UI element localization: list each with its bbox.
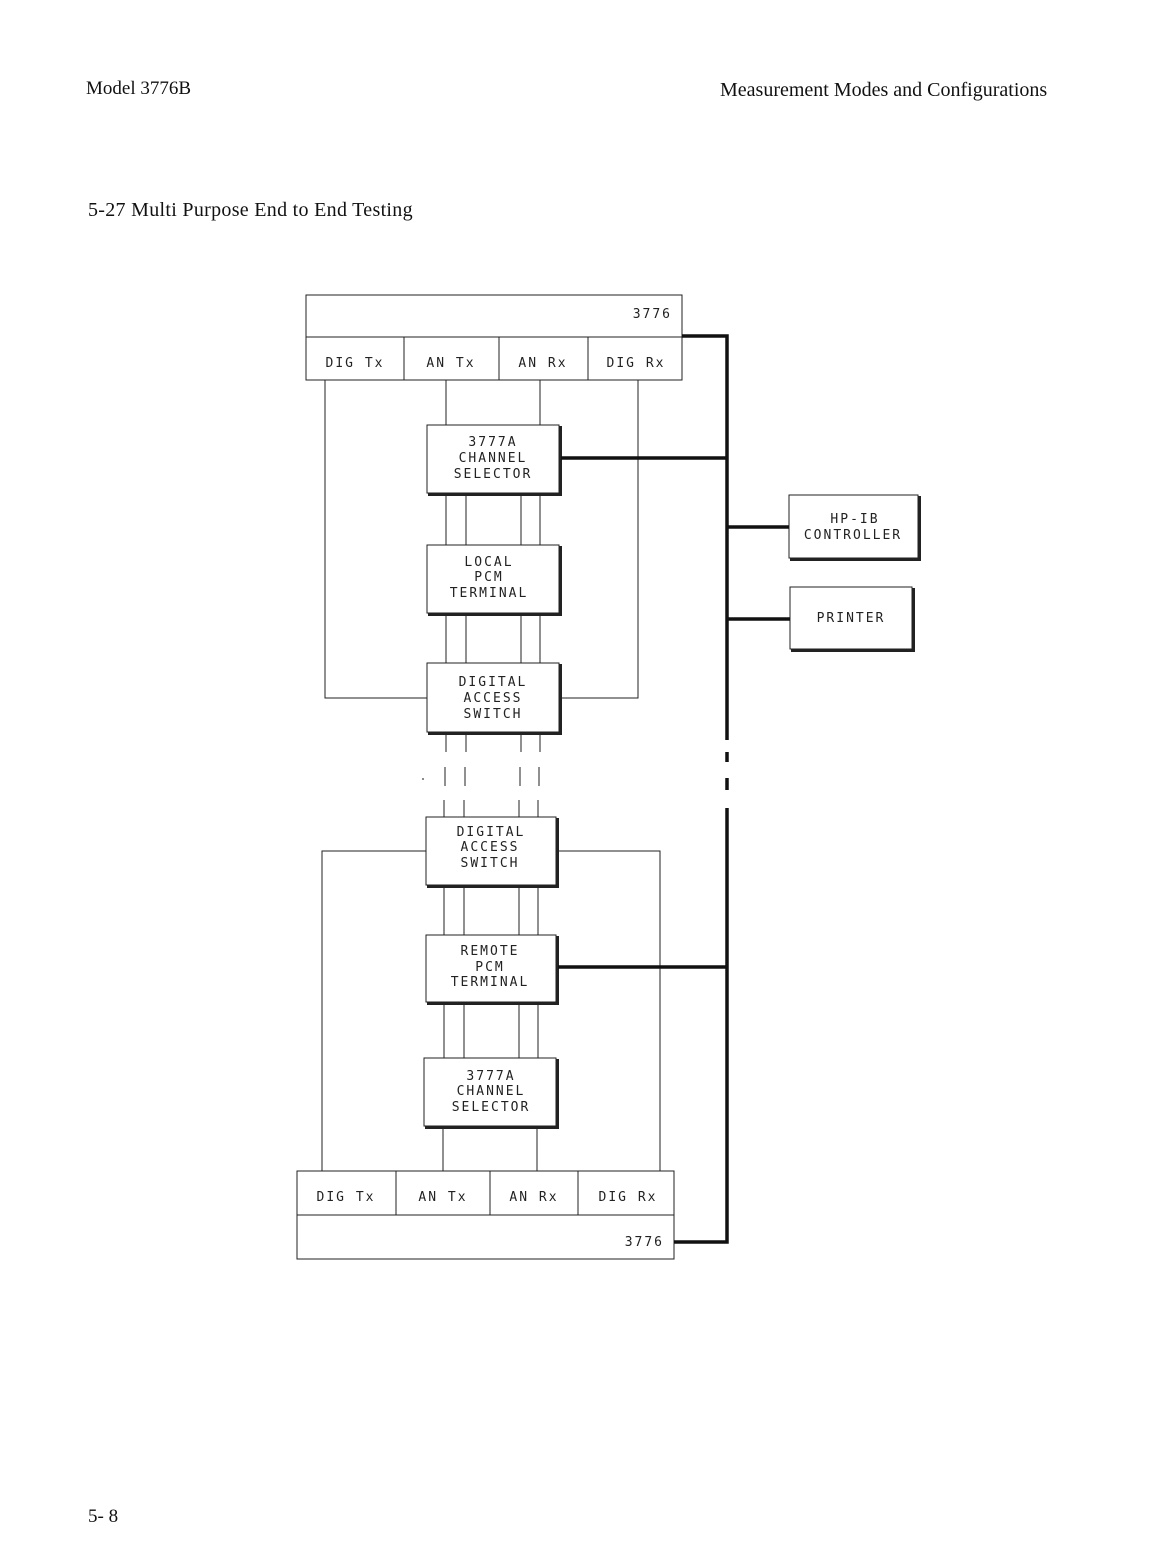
bottom-port-dig-rx: DIG Rx <box>599 1190 658 1205</box>
block-text: ACCESS <box>464 691 523 706</box>
header-section-name: Measurement Modes and Configurations <box>720 79 1048 101</box>
top-port-an-tx: AN Tx <box>426 356 475 371</box>
top-signal-lines <box>324 380 639 699</box>
top-port-an-rx: AN Rx <box>518 356 567 371</box>
remote-channel-selector-block <box>423 1057 559 1129</box>
top-port-dig-rx: DIG Rx <box>607 356 666 371</box>
block-text: PRINTER <box>817 611 886 626</box>
bottom-3776-label: 3776 <box>625 1235 664 1250</box>
block-text: REMOTE <box>461 944 520 959</box>
local-pcm-terminal-block <box>426 544 562 616</box>
printer-block <box>789 586 915 652</box>
bottom-signal-lines <box>321 850 661 1171</box>
block-text: SELECTOR <box>452 1100 531 1115</box>
block-text: DIGITAL <box>459 675 528 690</box>
block-text: CONTROLLER <box>804 528 902 543</box>
block-text: LOCAL <box>464 555 513 570</box>
network-gap-lines <box>443 733 541 817</box>
remote-pcm-terminal-block <box>425 934 559 1005</box>
scan-speck <box>422 778 424 780</box>
section-title: 5-27 Multi Purpose End to End Testing <box>88 199 413 221</box>
bottom-3776-instrument <box>296 1170 675 1260</box>
remote-digital-access-switch-block <box>425 816 559 888</box>
block-text: PCM <box>475 960 504 975</box>
local-digital-access-switch-block <box>426 662 562 735</box>
bottom-port-an-tx: AN Tx <box>418 1190 467 1205</box>
block-text: CHANNEL <box>457 1084 526 1099</box>
local-channel-selector-block <box>426 424 562 496</box>
block-text: 3777A <box>468 435 517 450</box>
bottom-port-dig-tx: DIG Tx <box>317 1190 376 1205</box>
block-text: ACCESS <box>461 840 520 855</box>
block-text: PCM <box>474 570 503 585</box>
block-text: 3777A <box>466 1069 515 1084</box>
top-port-dig-tx: DIG Tx <box>326 356 385 371</box>
bottom-port-an-rx: AN Rx <box>509 1190 558 1205</box>
page-number: 5- 8 <box>88 1506 119 1527</box>
block-text: CHANNEL <box>459 451 528 466</box>
block-text: SWITCH <box>461 856 520 871</box>
block-text: SWITCH <box>464 707 523 722</box>
hpib-controller-block <box>788 494 921 561</box>
top-3776-label: 3776 <box>633 307 672 322</box>
header-model: Model 3776B <box>86 78 192 99</box>
block-text: TERMINAL <box>451 975 530 990</box>
block-text: TERMINAL <box>450 586 529 601</box>
hpib-bus <box>558 334 790 1244</box>
block-text: DIGITAL <box>457 825 526 840</box>
block-text: SELECTOR <box>454 467 533 482</box>
block-text: HP-IB <box>830 512 879 527</box>
